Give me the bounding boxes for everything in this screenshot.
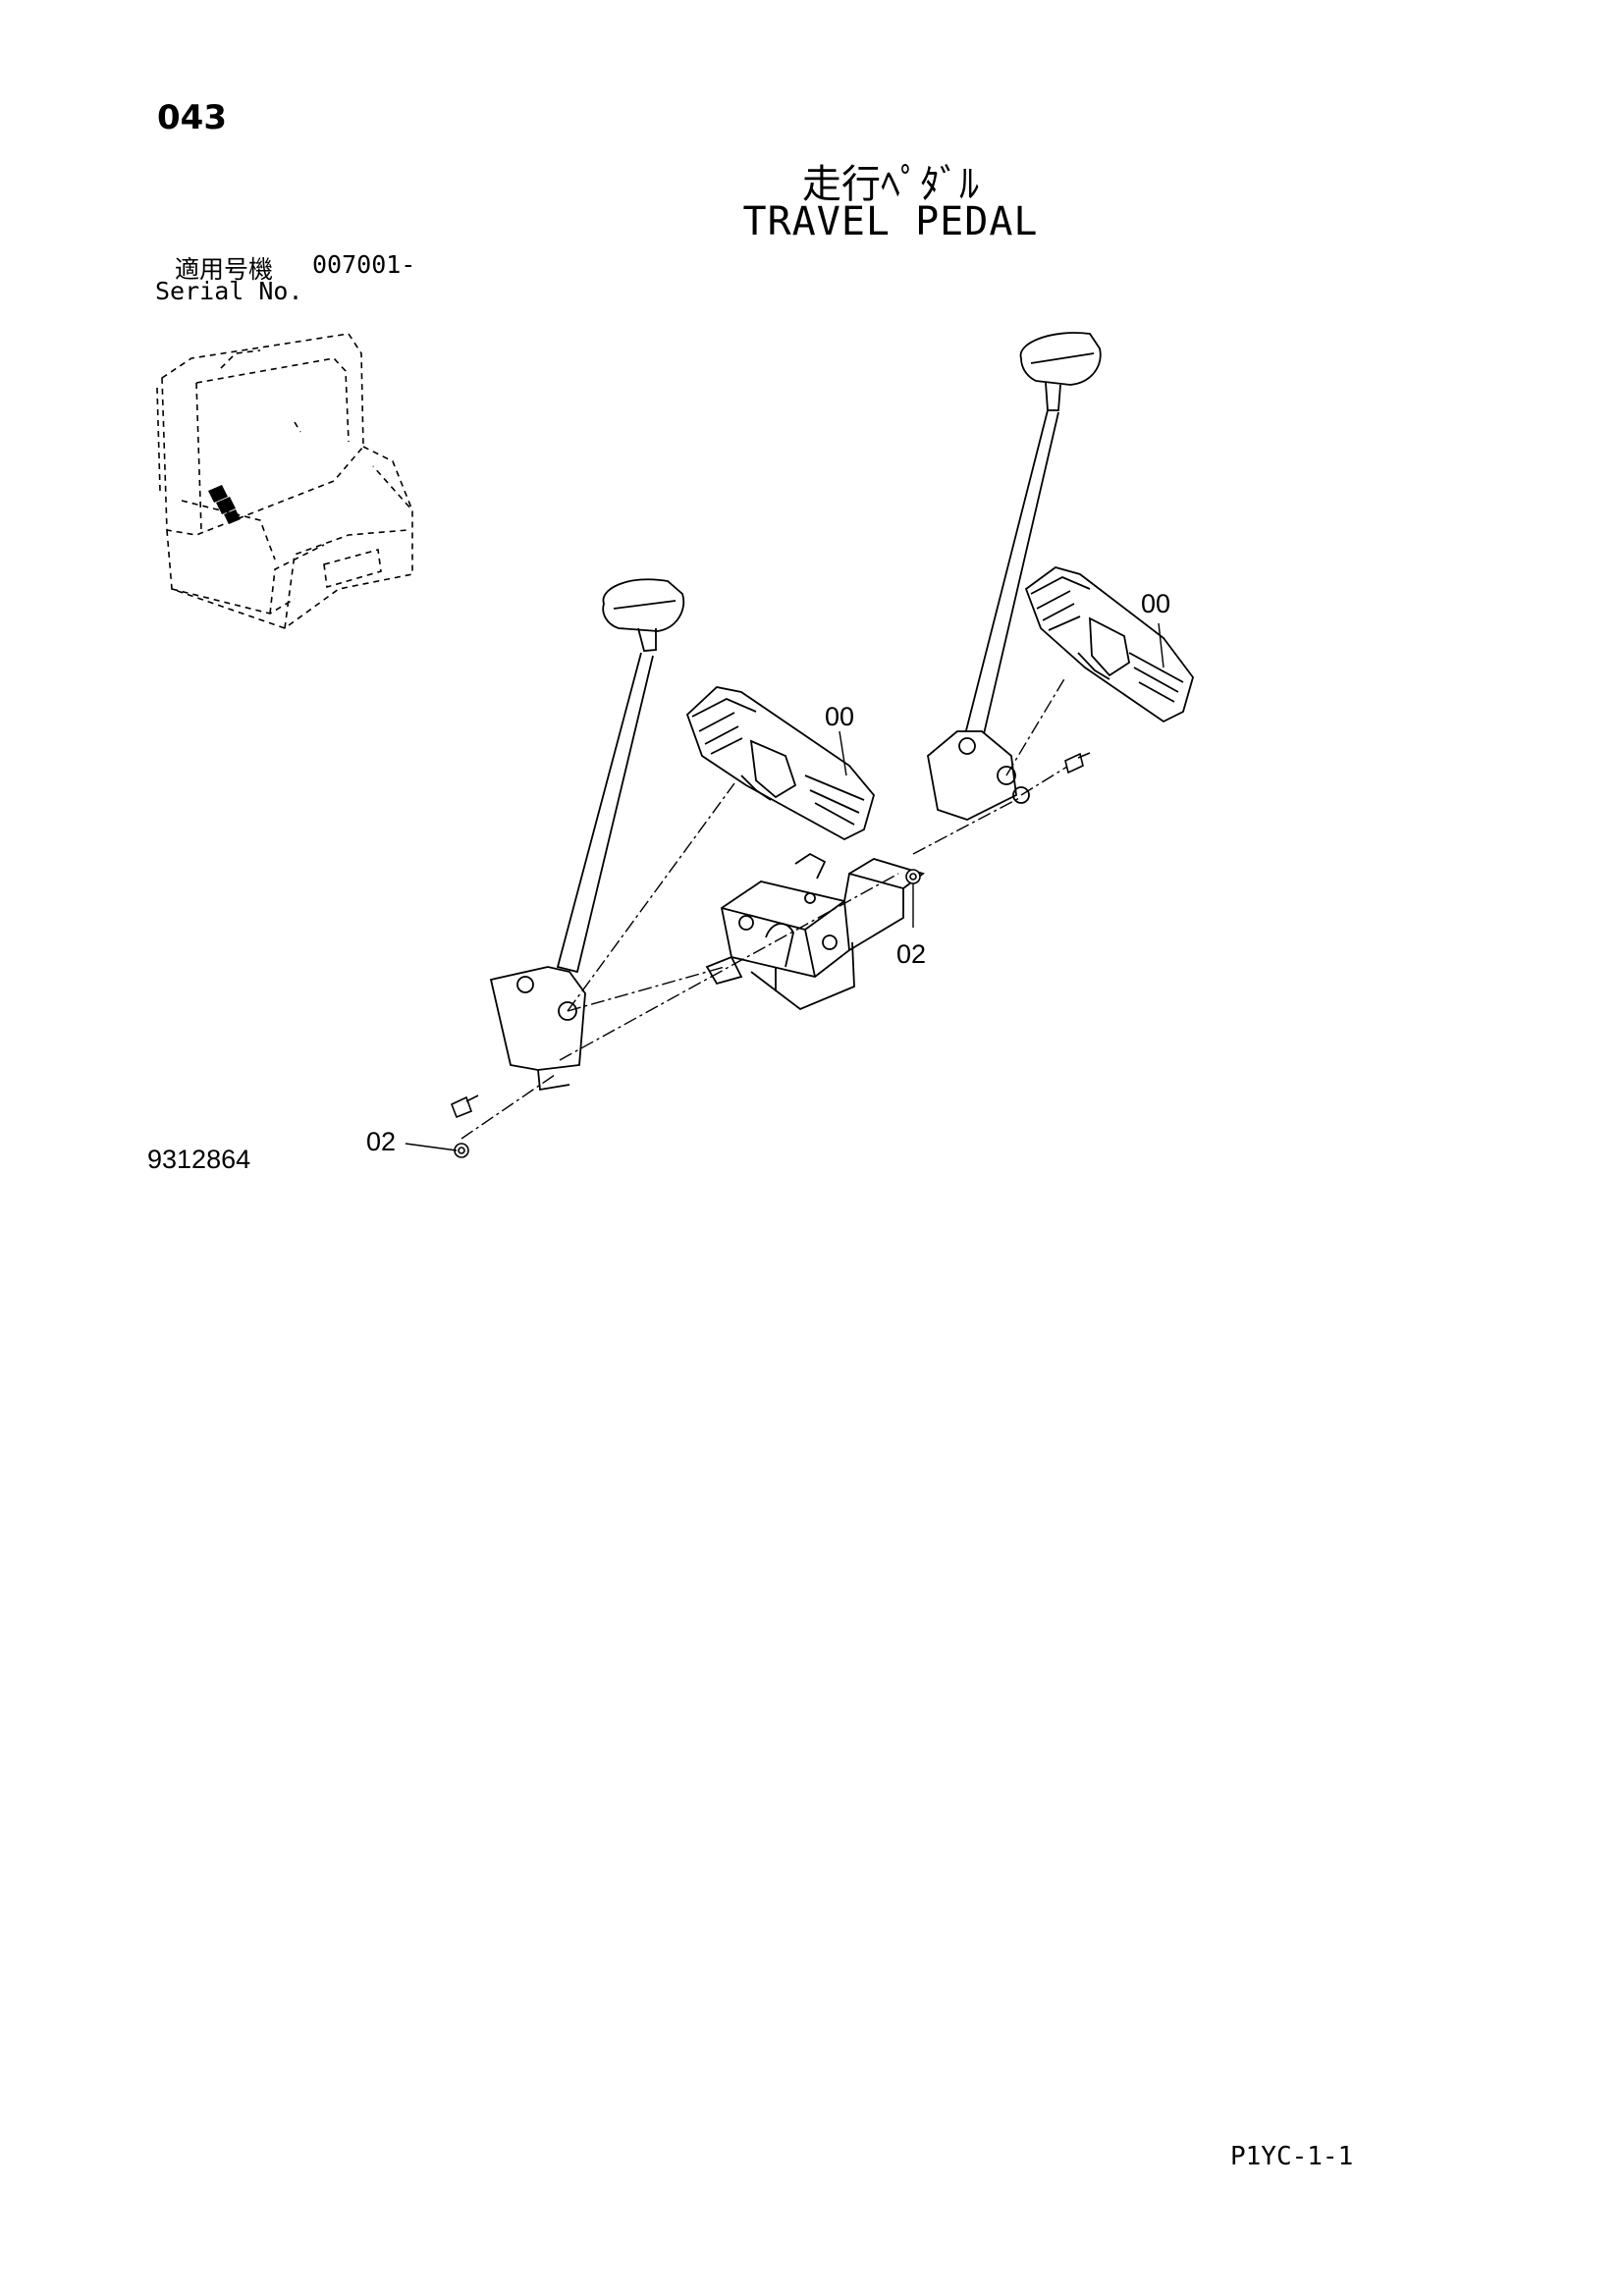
callout-leaders [405,622,1164,1151]
page-number: 043 [157,98,227,137]
pedal-location-marker [208,485,241,524]
drawing-number: 9312864 [147,1145,251,1174]
cab-location-thumbnail [156,333,413,629]
callout-bolt-right: 02 [896,939,927,969]
title-japanese: 走行ﾍﾟﾀﾞﾙ [802,162,979,207]
assembly-lines [460,676,1076,1140]
right-travel-lever [927,332,1102,821]
callout-pedal-right: 00 [1141,589,1171,618]
page-code: P1YC-1-1 [1230,2142,1354,2171]
bolt-right [905,752,1091,884]
serial-label-english: Serial No. [155,277,303,305]
left-travel-pedal [685,686,875,841]
callout-bolt-left: 02 [366,1127,397,1156]
right-travel-pedal [1024,566,1194,723]
serial-label-japanese: 適用号機 [175,255,274,284]
bolt-left [450,1095,479,1158]
callout-pedal-left: 00 [825,702,855,731]
serial-value: 007001- [312,250,416,279]
title-english: TRAVEL PEDAL [742,199,1039,244]
left-travel-lever [489,578,685,1092]
